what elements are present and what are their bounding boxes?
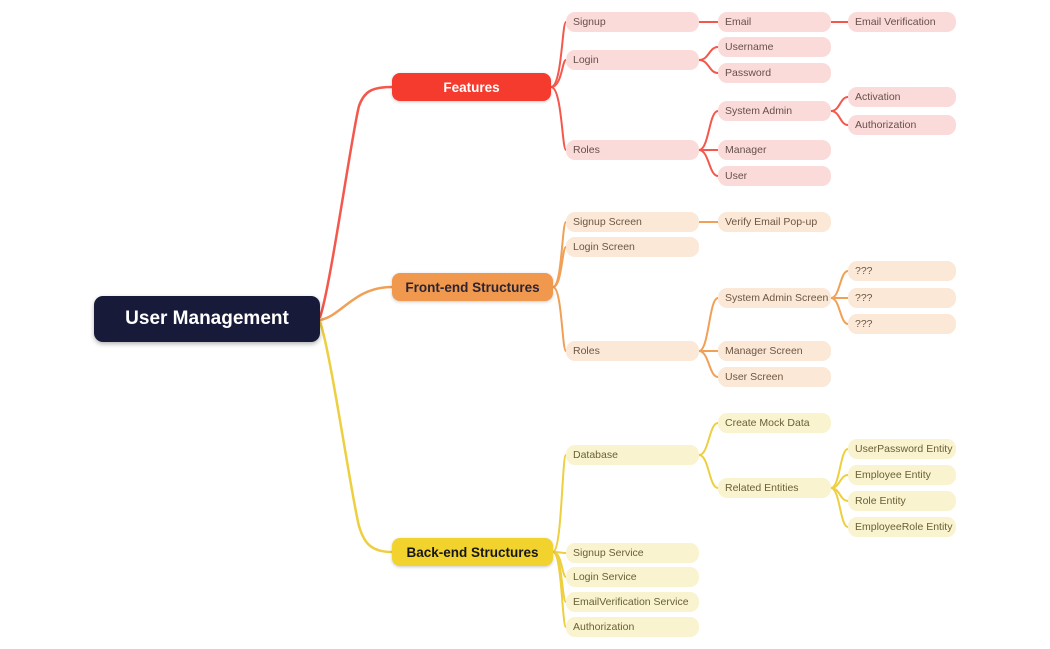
node-roles-frontend[interactable]: Roles bbox=[566, 341, 699, 361]
node-role-entity[interactable]: Role Entity bbox=[848, 491, 956, 511]
node-login[interactable]: Login bbox=[566, 50, 699, 70]
edge-root-features bbox=[318, 85, 394, 319]
node-verify-email-popup[interactable]: Verify Email Pop-up bbox=[718, 212, 831, 232]
node-manager-screen[interactable]: Manager Screen bbox=[718, 341, 831, 361]
node-features[interactable]: Features bbox=[392, 73, 551, 101]
node-employee-entity[interactable]: Employee Entity bbox=[848, 465, 956, 485]
edge-systemadmin-authorization bbox=[830, 110, 849, 126]
node-authorization-role[interactable]: Authorization bbox=[848, 115, 956, 135]
node-userpassword-entity[interactable]: UserPassword Entity bbox=[848, 439, 956, 459]
node-roles[interactable]: Roles bbox=[566, 140, 699, 160]
node-backend-structures[interactable]: Back-end Structures bbox=[392, 538, 553, 566]
node-manager[interactable]: Manager bbox=[718, 140, 831, 160]
node-unknown-3[interactable]: ??? bbox=[848, 314, 956, 334]
node-user[interactable]: User bbox=[718, 166, 831, 186]
node-login-screen[interactable]: Login Screen bbox=[566, 237, 699, 257]
node-signup-screen[interactable]: Signup Screen bbox=[566, 212, 699, 232]
node-system-admin-screen[interactable]: System Admin Screen bbox=[718, 288, 831, 308]
node-signup-service[interactable]: Signup Service bbox=[566, 543, 699, 563]
edge-features-login bbox=[550, 59, 567, 88]
edge-features-roles bbox=[550, 86, 567, 151]
node-unknown-2[interactable]: ??? bbox=[848, 288, 956, 308]
edge-roles-systemadmin bbox=[698, 110, 719, 151]
node-user-management[interactable]: User Management bbox=[94, 296, 320, 342]
edge-database-relatedentities bbox=[698, 454, 719, 489]
node-signup[interactable]: Signup bbox=[566, 12, 699, 32]
node-activation[interactable]: Activation bbox=[848, 87, 956, 107]
node-related-entities[interactable]: Related Entities bbox=[718, 478, 831, 498]
edge-login-username bbox=[698, 46, 719, 61]
node-unknown-1[interactable]: ??? bbox=[848, 261, 956, 281]
node-username[interactable]: Username bbox=[718, 37, 831, 57]
edge-login-password bbox=[698, 59, 719, 74]
node-user-screen[interactable]: User Screen bbox=[718, 367, 831, 387]
edge-relatedentities-employeerole bbox=[830, 487, 849, 528]
edge-froles-userscreen bbox=[698, 350, 719, 378]
node-employeerole-entity[interactable]: EmployeeRole Entity bbox=[848, 517, 956, 537]
edge-backend-database bbox=[552, 454, 567, 553]
node-email[interactable]: Email bbox=[718, 12, 831, 32]
node-frontend-structures[interactable]: Front-end Structures bbox=[392, 273, 553, 301]
node-password[interactable]: Password bbox=[718, 63, 831, 83]
edge-features-signup bbox=[550, 21, 567, 88]
edge-database-createmockdata bbox=[698, 422, 719, 456]
edge-systemadmin-activation bbox=[830, 96, 849, 112]
node-database[interactable]: Database bbox=[566, 445, 699, 465]
edge-frontend-loginscreen bbox=[552, 246, 567, 288]
node-system-admin[interactable]: System Admin bbox=[718, 101, 831, 121]
edge-froles-sysadminscreen bbox=[698, 297, 719, 352]
node-email-verification[interactable]: Email Verification bbox=[848, 12, 956, 32]
node-emailverification-service[interactable]: EmailVerification Service bbox=[566, 592, 699, 612]
edge-sysadminscreen-q3 bbox=[830, 297, 849, 325]
node-login-service[interactable]: Login Service bbox=[566, 567, 699, 587]
node-create-mock-data[interactable]: Create Mock Data bbox=[718, 413, 831, 433]
edge-frontend-roles bbox=[552, 286, 567, 352]
edge-root-frontend bbox=[318, 285, 394, 322]
node-authorization-service[interactable]: Authorization bbox=[566, 617, 699, 637]
edge-root-backend bbox=[318, 320, 394, 554]
edge-roles-user bbox=[698, 149, 719, 177]
edge-sysadminscreen-q1 bbox=[830, 270, 849, 299]
edge-backend-authorization bbox=[552, 551, 567, 628]
